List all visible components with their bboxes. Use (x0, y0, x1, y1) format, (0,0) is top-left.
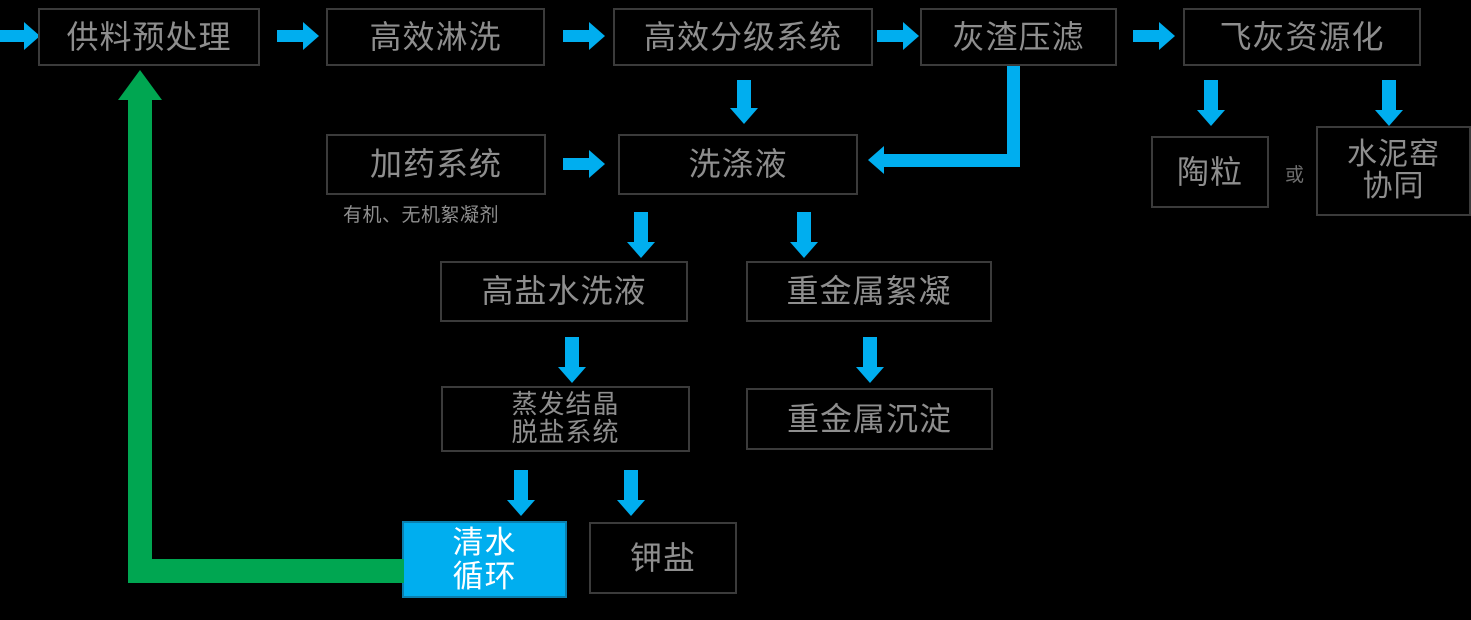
arrow-inbound-to-feed-pretreatment (0, 22, 40, 50)
node-classification-system[interactable]: 高效分级系统 (613, 8, 873, 66)
arrow-washing-liquid-to-heavy-metal-floc (789, 212, 819, 262)
node-dosing-system[interactable]: 加药系统 (326, 134, 546, 195)
node-heavy-metal-flocculation[interactable]: 重金属絮凝 (746, 261, 992, 322)
node-feed-pretreatment[interactable]: 供料预处理 (38, 8, 260, 66)
arrow-evaporation-to-potassium-salt (616, 470, 646, 520)
arrow-ash-press-to-fly-ash (1133, 22, 1175, 50)
arrow-feed-to-washing (277, 22, 319, 50)
node-ceramsite[interactable]: 陶粒 (1151, 136, 1269, 208)
node-high-efficiency-washing[interactable]: 高效淋洗 (326, 8, 545, 66)
node-clean-water-cycle[interactable]: 清水 循环 (402, 521, 567, 598)
arrow-washing-to-classification (563, 22, 605, 50)
green-vertical-segment (128, 100, 152, 583)
or-label: 或 (1285, 165, 1305, 186)
arrow-high-salt-to-evaporation (557, 337, 587, 387)
arrow-fly-ash-to-cement-kiln (1374, 80, 1404, 130)
node-potassium-salt[interactable]: 钾盐 (589, 522, 737, 594)
node-high-salt-wash-liquid[interactable]: 高盐水洗液 (440, 261, 688, 322)
arrow-classification-to-ash-press (877, 22, 919, 50)
arrow-fly-ash-to-ceramsite (1196, 80, 1226, 130)
node-ash-filter-press[interactable]: 灰渣压滤 (920, 8, 1117, 66)
node-heavy-metal-precipitation[interactable]: 重金属沉淀 (746, 388, 993, 450)
node-evaporation-crystallization-desalination[interactable]: 蒸发结晶 脱盐系统 (441, 386, 690, 452)
caption-dosing-system-note: 有机、无机絮凝剂 (343, 205, 500, 226)
arrow-classification-to-washing-liquid (729, 80, 759, 126)
arrow-floc-to-precipitation (855, 337, 885, 387)
arrow-evaporation-to-clean-water (506, 470, 536, 520)
node-cement-kiln-cooperation[interactable]: 水泥窑 协同 (1316, 126, 1471, 216)
arrow-washing-liquid-to-high-salt (626, 212, 656, 262)
node-fly-ash-resource-utilization[interactable]: 飞灰资源化 (1183, 8, 1421, 66)
node-washing-liquid[interactable]: 洗涤液 (618, 134, 858, 195)
arrow-dosing-to-washing-liquid (563, 150, 605, 178)
green-arrowhead (118, 70, 162, 100)
green-horizontal-segment (128, 559, 404, 583)
